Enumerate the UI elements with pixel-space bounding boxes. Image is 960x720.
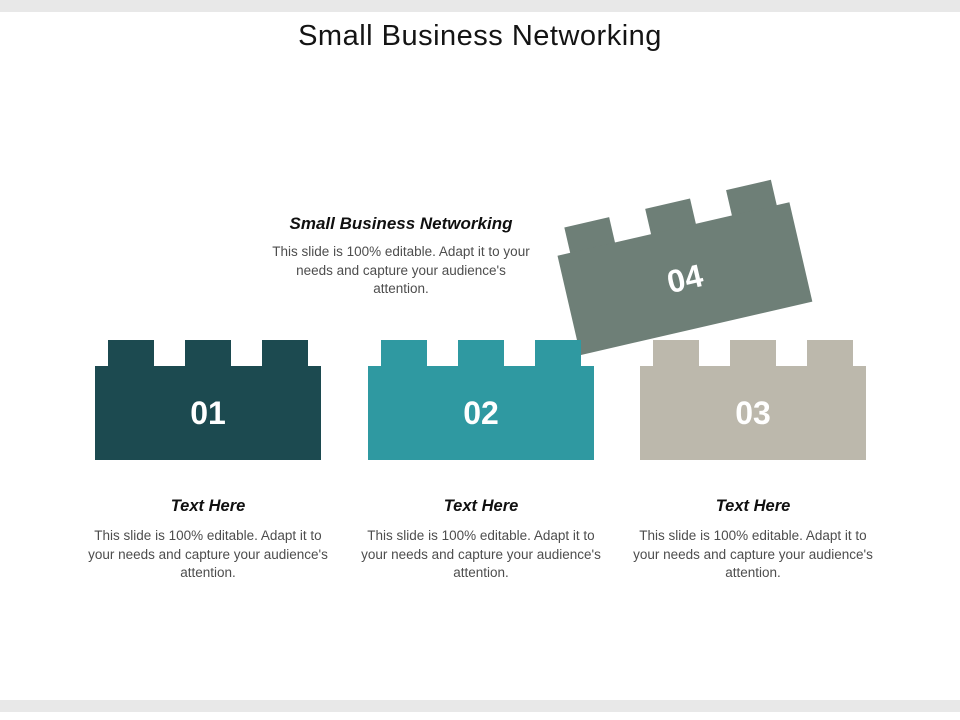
intro-text-block: Small Business Networking This slide is … (272, 214, 530, 299)
lego-brick-02: 02 (368, 340, 594, 460)
lego-brick-01: 01 (95, 340, 321, 460)
step-label: Text Here (715, 497, 791, 515)
brick-stud (381, 340, 427, 367)
brick-stud (535, 340, 581, 367)
brick-stud (807, 340, 853, 367)
brick-stud (262, 340, 308, 367)
brick-stud (185, 340, 231, 367)
brick-stud (653, 340, 699, 367)
step-text-01: Text Here This slide is 100% editable. A… (83, 497, 333, 583)
intro-description: This slide is 100% editable. Adapt it to… (272, 244, 530, 297)
step-description: This slide is 100% editable. Adapt it to… (88, 528, 328, 581)
step-description: This slide is 100% editable. Adapt it to… (361, 528, 601, 581)
brick-stud (730, 340, 776, 367)
page-title: Small Business Networking (298, 20, 662, 52)
brick-number-02: 02 (463, 394, 499, 431)
lego-brick-03: 03 (640, 340, 866, 460)
brick-stud (458, 340, 504, 367)
brick-number-04: 04 (663, 256, 707, 300)
brick-stud (108, 340, 154, 367)
brick-number-03: 03 (735, 394, 771, 431)
step-text-02: Text Here This slide is 100% editable. A… (356, 497, 606, 583)
step-label: Text Here (443, 497, 519, 515)
step-description: This slide is 100% editable. Adapt it to… (633, 528, 873, 581)
brick-body: 02 (368, 366, 594, 460)
step-text-03: Text Here This slide is 100% editable. A… (628, 497, 878, 583)
lego-brick-04: 04 (552, 177, 813, 356)
intro-heading: Small Business Networking (289, 214, 513, 233)
top-accent-strip (0, 0, 960, 12)
step-label: Text Here (170, 497, 246, 515)
brick-number-01: 01 (190, 394, 226, 431)
brick-body: 03 (640, 366, 866, 460)
bottom-accent-strip (0, 700, 960, 712)
brick-body: 01 (95, 366, 321, 460)
